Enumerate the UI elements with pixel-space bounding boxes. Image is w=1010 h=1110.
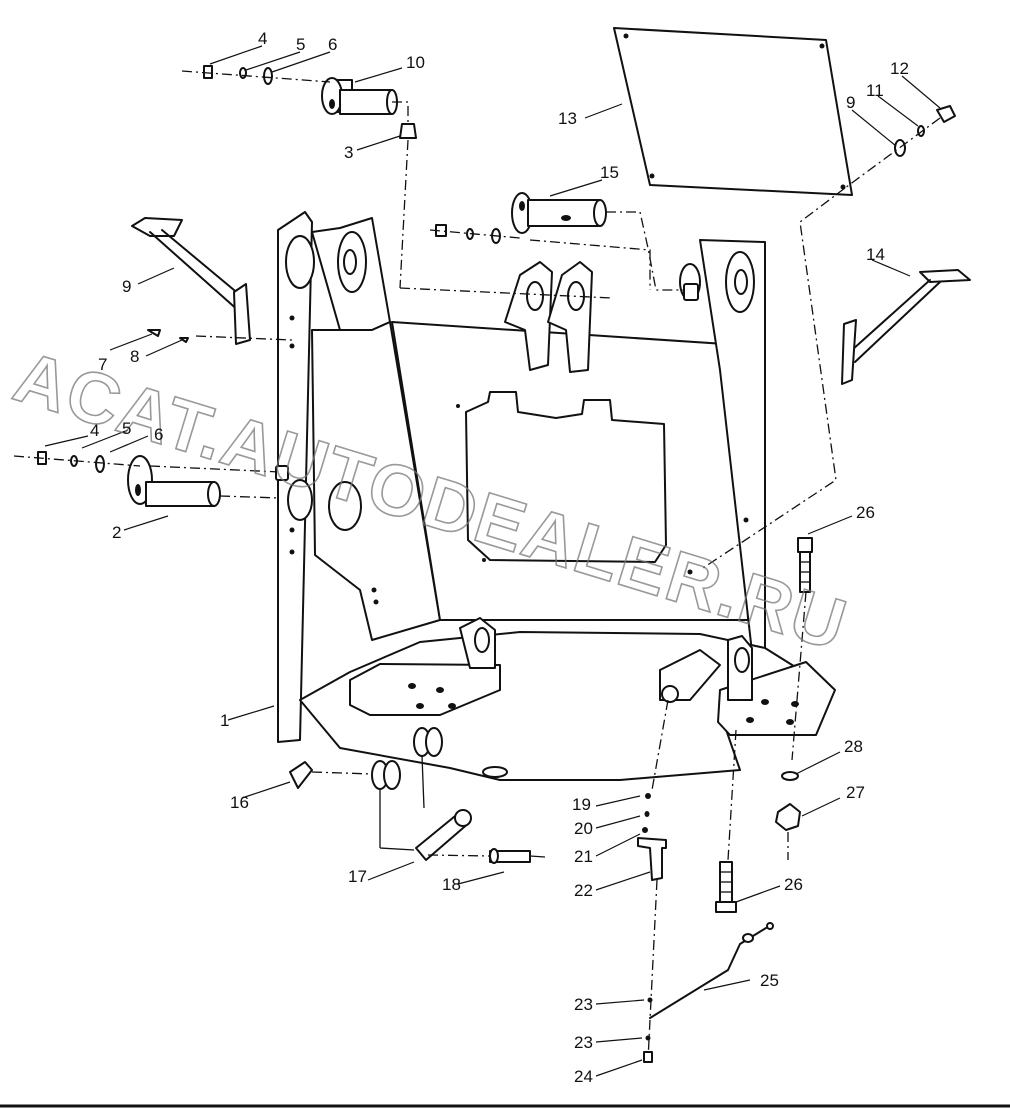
- pin-8: [179, 337, 189, 343]
- bolt-head: [435, 224, 447, 237]
- callout-6: 6: [328, 35, 337, 54]
- main-frame: [277, 211, 836, 781]
- washer-20: [644, 811, 650, 817]
- callout-8: 8: [130, 347, 139, 366]
- washer-19: [645, 793, 651, 799]
- callout-22: 22: [574, 881, 593, 900]
- washer-28: [781, 771, 799, 781]
- callout-25: 25: [760, 971, 779, 990]
- grease-fitting: [399, 123, 417, 139]
- callout-17: 17: [348, 867, 367, 886]
- callout-19: 19: [572, 795, 591, 814]
- callout-23: 23: [574, 1033, 593, 1052]
- pin-15-assembly: [429, 192, 699, 301]
- screw-24: [643, 1051, 653, 1063]
- arm-14-right: [841, 269, 971, 385]
- callout-5: 5: [122, 419, 131, 438]
- left-mid-boss: [328, 481, 362, 531]
- callout-23: 23: [574, 995, 593, 1014]
- arm-9-bracket: [233, 283, 251, 345]
- callout-21: 21: [574, 847, 593, 866]
- callout-24: 24: [574, 1067, 593, 1086]
- callout-4: 4: [258, 29, 267, 48]
- pin-2-assembly: [13, 451, 289, 507]
- callout-27: 27: [846, 783, 865, 802]
- callout-9: 9: [846, 93, 855, 112]
- callout-7: 7: [98, 355, 107, 374]
- left-web-plate: [311, 321, 441, 641]
- arm-14-pad: [919, 269, 971, 283]
- callout-11: 11: [866, 81, 884, 100]
- arm-9-left: [131, 217, 293, 345]
- bolt-26-top: [797, 537, 813, 553]
- callout-26: 26: [784, 875, 803, 894]
- callout-2: 2: [112, 523, 121, 542]
- bolt-4-head: [203, 65, 213, 79]
- left-side-plate: [277, 211, 313, 743]
- sensor-stack: [637, 699, 774, 1063]
- leader-lines: [44, 45, 941, 1077]
- washer-23b: [645, 1035, 651, 1041]
- right-mount-pad: [717, 661, 836, 736]
- callout-9: 9: [122, 277, 131, 296]
- callout-3: 3: [344, 143, 353, 162]
- sensor-body-22: [637, 837, 667, 881]
- callout-14: 14: [866, 245, 885, 264]
- washer-6: [263, 67, 273, 85]
- callout-18: 18: [442, 875, 461, 894]
- washer-23a: [647, 997, 653, 1003]
- washer-6b: [95, 455, 105, 473]
- callout-1: 1: [220, 711, 229, 730]
- washer-21: [642, 827, 648, 833]
- callout-20: 20: [574, 819, 593, 838]
- access-cover-plate: [465, 391, 667, 563]
- callout-4: 4: [90, 421, 99, 440]
- callout-28: 28: [844, 737, 863, 756]
- pin-2-body: [145, 481, 215, 507]
- pin-15-body: [527, 199, 601, 227]
- pin-10-body: [339, 89, 393, 115]
- arm-14-bracket: [841, 319, 857, 385]
- callout-6: 6: [154, 425, 163, 444]
- callout-26: 26: [856, 503, 875, 522]
- washer-5: [239, 67, 247, 79]
- callout-labels: 4 5 6 10 3 13 12 11 9 15 9 14 7 8 4 5 6 2 26 1 28 27 16 19 20 21 1…: [90, 29, 909, 1086]
- callout-13: 13: [558, 109, 577, 128]
- clip-16: [289, 761, 313, 789]
- pin-7: [147, 329, 161, 337]
- callout-15: 15: [600, 163, 619, 182]
- left-mount-pad: [349, 663, 501, 716]
- callout-5: 5: [296, 35, 305, 54]
- lower-linkage: [289, 727, 546, 864]
- plate-13: [613, 27, 956, 571]
- nut-27: [775, 803, 801, 831]
- callout-12: 12: [890, 59, 909, 78]
- screw-12: [936, 105, 956, 123]
- callout-16: 16: [230, 793, 249, 812]
- arm-9-pad: [131, 217, 183, 237]
- bolt-set-26: [715, 537, 813, 913]
- callout-10: 10: [406, 53, 425, 72]
- pin-10-assembly: [181, 65, 613, 299]
